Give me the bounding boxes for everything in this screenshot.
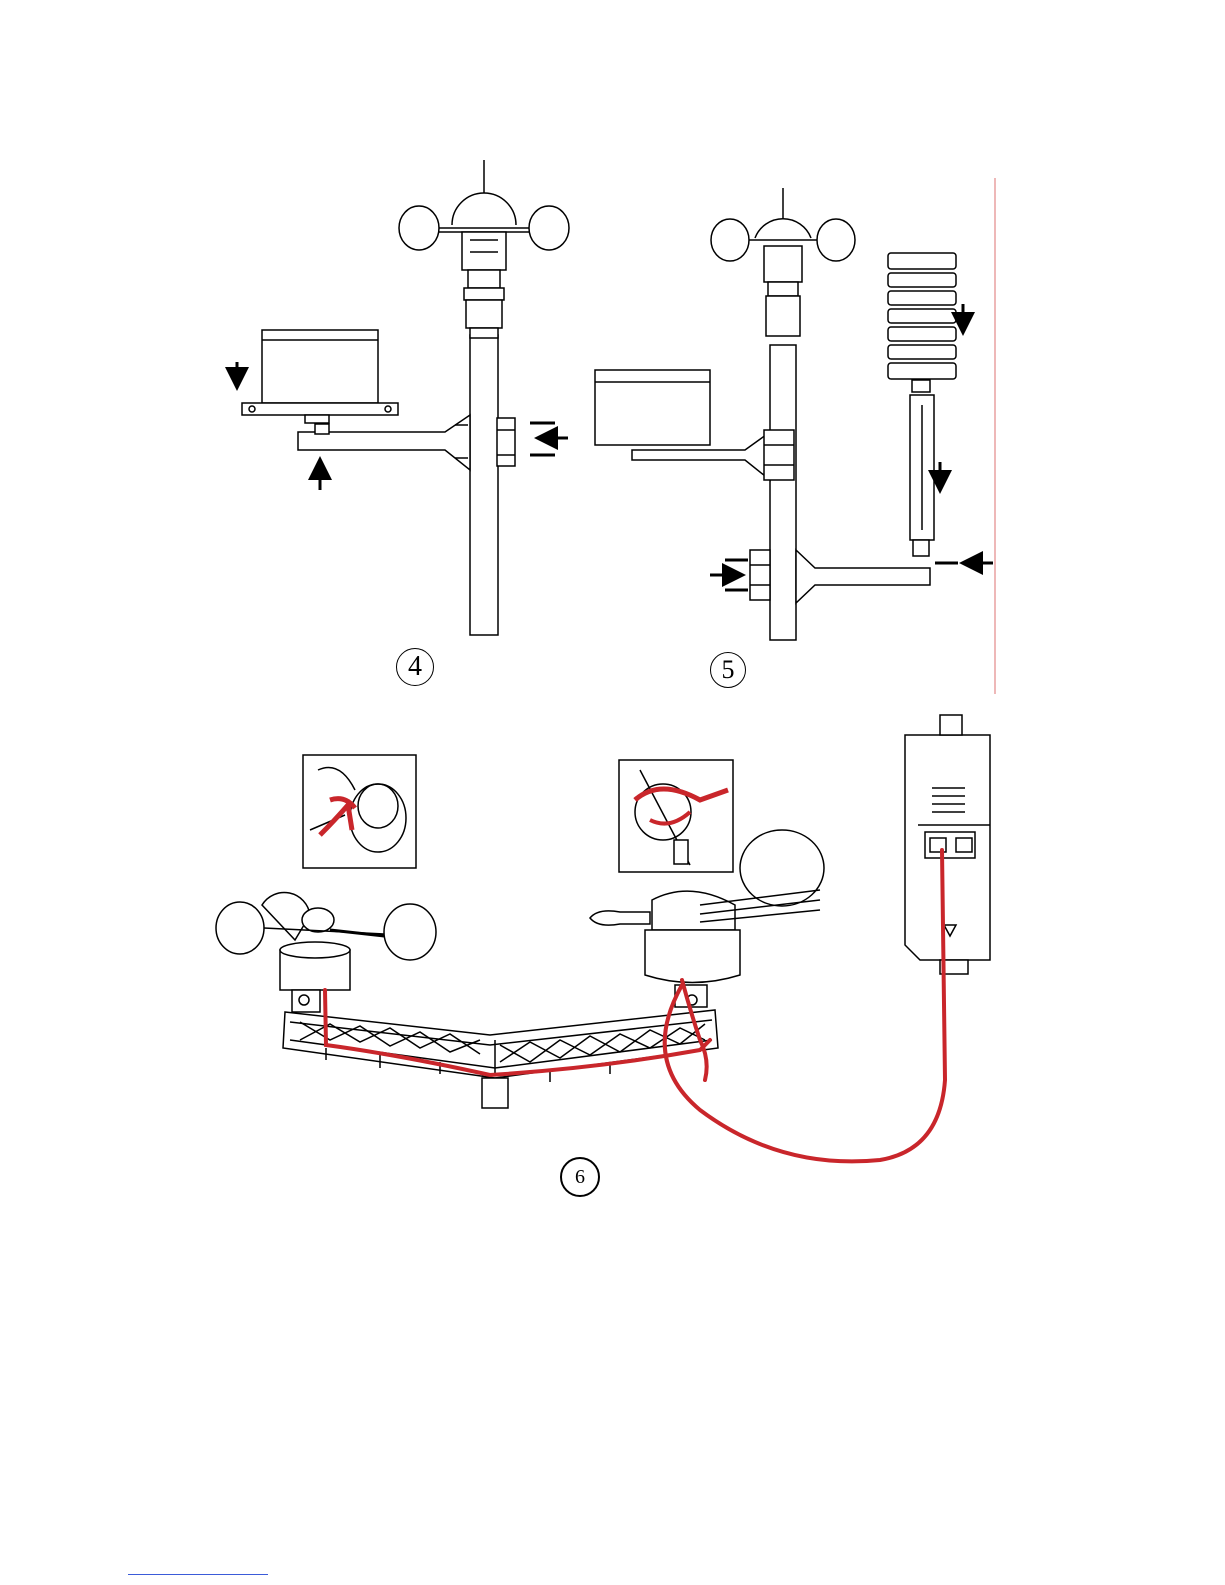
step-number-4: 4 [396,648,434,686]
step-number-4-text: 4 [408,651,422,682]
rain-gauge-icon [595,370,710,445]
mast-pole [470,335,498,635]
step-number-5-text: 5 [722,655,735,684]
sensor-transmitter-icon [910,395,934,556]
rain-gauge-icon [242,330,398,423]
mounting-arm [298,415,470,470]
footnote-rule [128,1574,268,1575]
step-5-figure [595,188,956,640]
detail-inset-right [619,760,733,872]
radiation-shield-icon [888,253,956,392]
step-number-6-text: 6 [575,1166,585,1188]
detail-inset-left [303,755,416,868]
step-4-figure [242,160,569,635]
mast-pole [770,345,796,640]
sensor-cables [325,850,945,1161]
step-number-6: 6 [560,1157,600,1197]
clamp-bracket [497,418,515,466]
step-number-5: 5 [710,652,746,688]
anemometer-icon [711,219,855,336]
sensor-transmitter-icon [905,715,990,974]
anemometer-icon [399,193,569,338]
